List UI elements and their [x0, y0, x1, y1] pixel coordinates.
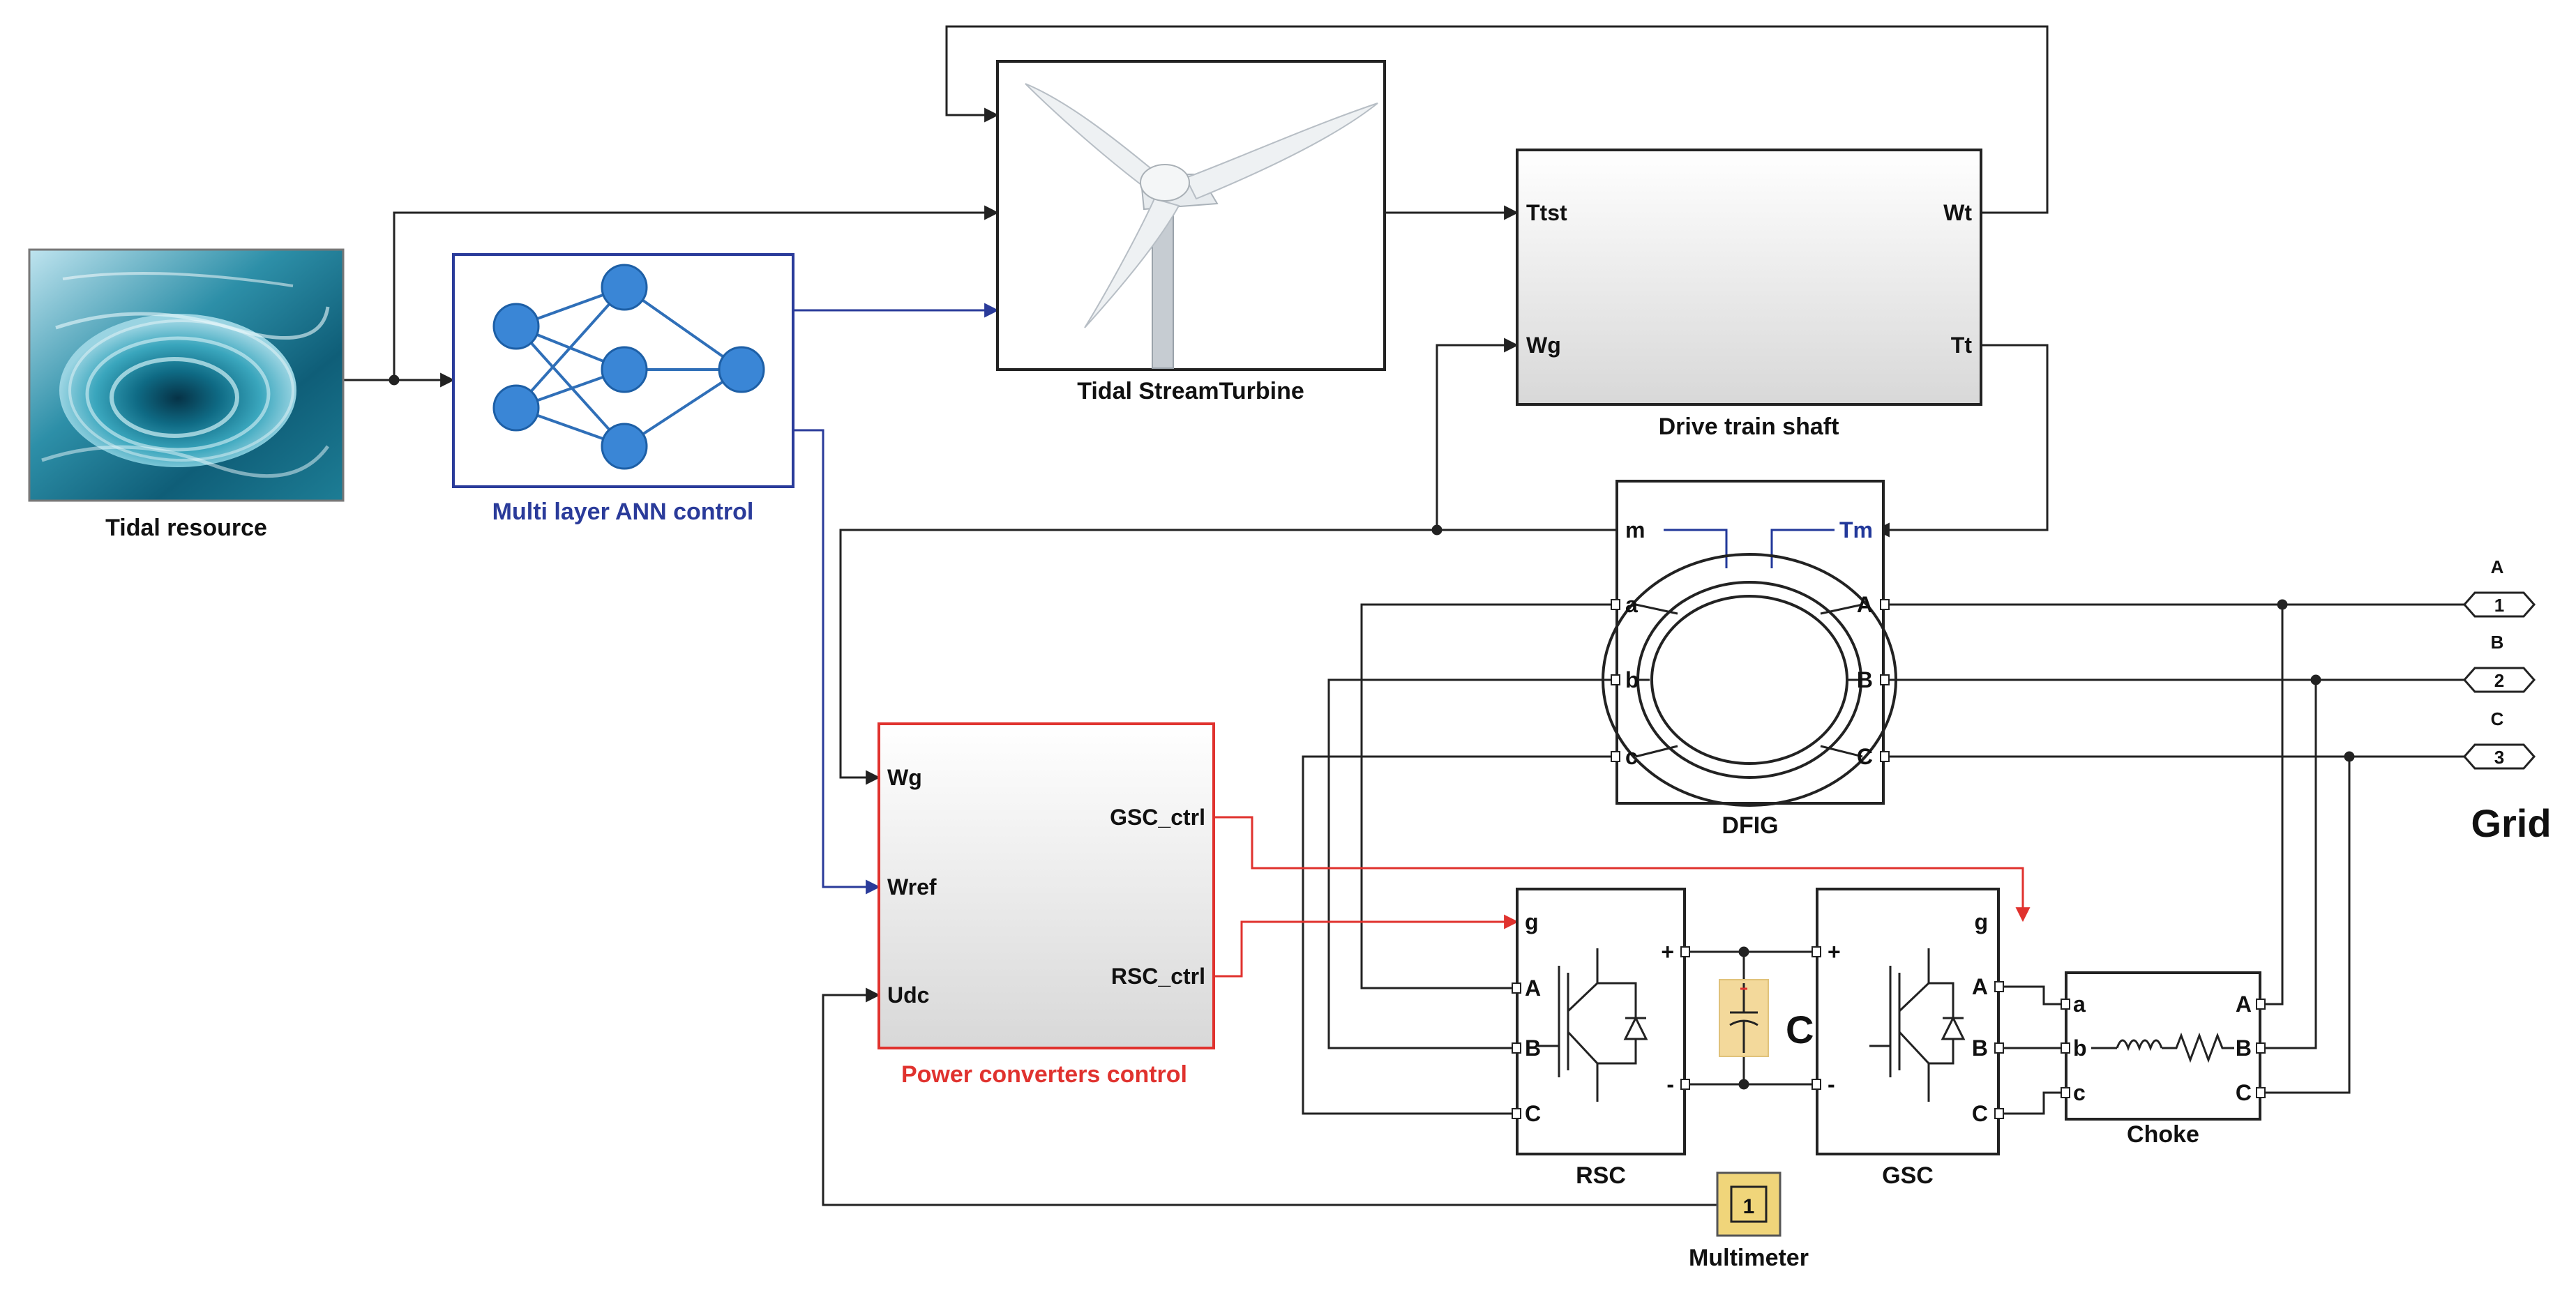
- pcc-port-gsc: GSC_ctrl: [1110, 805, 1205, 830]
- choke-port-c: c: [2073, 1080, 2086, 1105]
- whirlpool-image: [41, 272, 330, 478]
- grid-port-name: A: [2491, 556, 2504, 577]
- grid-port-A[interactable]: A 1: [2462, 556, 2536, 618]
- drive-train-block[interactable]: Ttst Wg Wt Tt: [1516, 149, 1982, 406]
- drive-port-wt: Wt: [1943, 200, 1972, 225]
- machine-icon: [1602, 529, 1897, 807]
- grid-label: Grid: [2471, 801, 2551, 845]
- multimeter-value: 1: [1743, 1195, 1755, 1218]
- tidal-turbine-block[interactable]: [996, 60, 1386, 371]
- igbt-icon: [1869, 948, 1966, 1102]
- grid-port-name: C: [2491, 708, 2504, 729]
- drive-port-ttst: Ttst: [1526, 200, 1567, 225]
- dfig-label: DFIG: [1722, 812, 1778, 839]
- gsc-port-g: g: [1974, 909, 1988, 934]
- gsc-port-B: B: [1972, 1035, 1988, 1061]
- tidal-resource-label: Tidal resource: [105, 515, 267, 541]
- power-converters-control-block[interactable]: Wg Wref Udc GSC_ctrl RSC_ctrl: [878, 722, 1215, 1049]
- choke-port-b: b: [2073, 1035, 2087, 1061]
- dfig-port-tm: Tm: [1839, 517, 1873, 542]
- dfig-port-B: B: [1857, 667, 1873, 692]
- dfig-port-C: C: [1857, 744, 1873, 769]
- tidal-resource-block[interactable]: [28, 248, 345, 502]
- igbt-icon: [1538, 948, 1648, 1102]
- rsc-port-minus: -: [1666, 1072, 1674, 1097]
- dfig-port-m: m: [1625, 517, 1645, 542]
- drive-port-tt: Tt: [1951, 333, 1973, 358]
- pcc-port-wg: Wg: [887, 765, 922, 790]
- ann-wires: [793, 303, 1000, 895]
- gsc-label: GSC: [1882, 1162, 1934, 1189]
- control-wires: [1214, 816, 2031, 978]
- multimeter-label: Multimeter: [1689, 1245, 1809, 1271]
- drive-train-label: Drive train shaft: [1659, 413, 1839, 440]
- inductor-resistor-icon: [2091, 1032, 2234, 1063]
- grid-port-number: 3: [2494, 747, 2504, 768]
- choke-port-a: a: [2073, 992, 2086, 1017]
- dfig-port-A: A: [1857, 592, 1873, 617]
- pcc-label: Power converters control: [901, 1061, 1187, 1088]
- ann-control-label: Multi layer ANN control: [492, 499, 754, 525]
- capacitor-icon: [1729, 983, 1758, 1053]
- choke-block[interactable]: a b c A B C: [2061, 971, 2266, 1121]
- turbine-label: Tidal StreamTurbine: [1077, 378, 1304, 404]
- grid-port-C[interactable]: C 3: [2462, 708, 2536, 770]
- dfig-block[interactable]: m Tm a b c A B C: [1602, 480, 1897, 807]
- choke-port-B: B: [2236, 1035, 2252, 1061]
- choke-label: Choke: [2127, 1121, 2199, 1148]
- dfig-port-c: c: [1625, 744, 1638, 769]
- turbine-icon: [1025, 83, 1378, 369]
- signal-wires: [342, 25, 2464, 1206]
- rsc-port-C: C: [1525, 1101, 1541, 1126]
- dfig-port-b: b: [1625, 667, 1639, 692]
- rsc-block[interactable]: g A B C + -: [1512, 888, 1690, 1155]
- multimeter-block[interactable]: 1: [1716, 1171, 1782, 1237]
- capacitor-label: C: [1786, 1008, 1814, 1052]
- dfig-port-a: a: [1625, 592, 1638, 617]
- gsc-port-A: A: [1972, 974, 1988, 999]
- rsc-port-plus: +: [1661, 939, 1674, 964]
- pcc-port-wref: Wref: [887, 874, 937, 900]
- rsc-port-B: B: [1525, 1035, 1541, 1061]
- choke-port-A: A: [2236, 992, 2252, 1017]
- grid-port-number: 1: [2494, 595, 2504, 616]
- choke-port-C: C: [2236, 1080, 2252, 1105]
- rsc-port-g: g: [1525, 909, 1539, 934]
- rsc-port-A: A: [1525, 976, 1541, 1001]
- gsc-port-plus: +: [1828, 939, 1841, 964]
- rsc-label: RSC: [1576, 1162, 1626, 1189]
- pcc-port-udc: Udc: [887, 982, 929, 1008]
- gsc-port-minus: -: [1828, 1072, 1835, 1097]
- drive-port-wg: Wg: [1526, 333, 1561, 358]
- gsc-block[interactable]: + - g A B C: [1812, 888, 2004, 1155]
- grid-port-B[interactable]: B 2: [2462, 632, 2536, 693]
- grid-port-number: 2: [2494, 670, 2504, 691]
- gsc-port-C: C: [1972, 1101, 1988, 1126]
- ann-control-block[interactable]: [452, 253, 794, 488]
- pcc-port-rsc: RSC_ctrl: [1111, 964, 1205, 989]
- dc-link-capacitor[interactable]: C: [1719, 979, 1814, 1057]
- grid-port-name: B: [2491, 632, 2504, 653]
- neural-network-icon: [492, 264, 765, 470]
